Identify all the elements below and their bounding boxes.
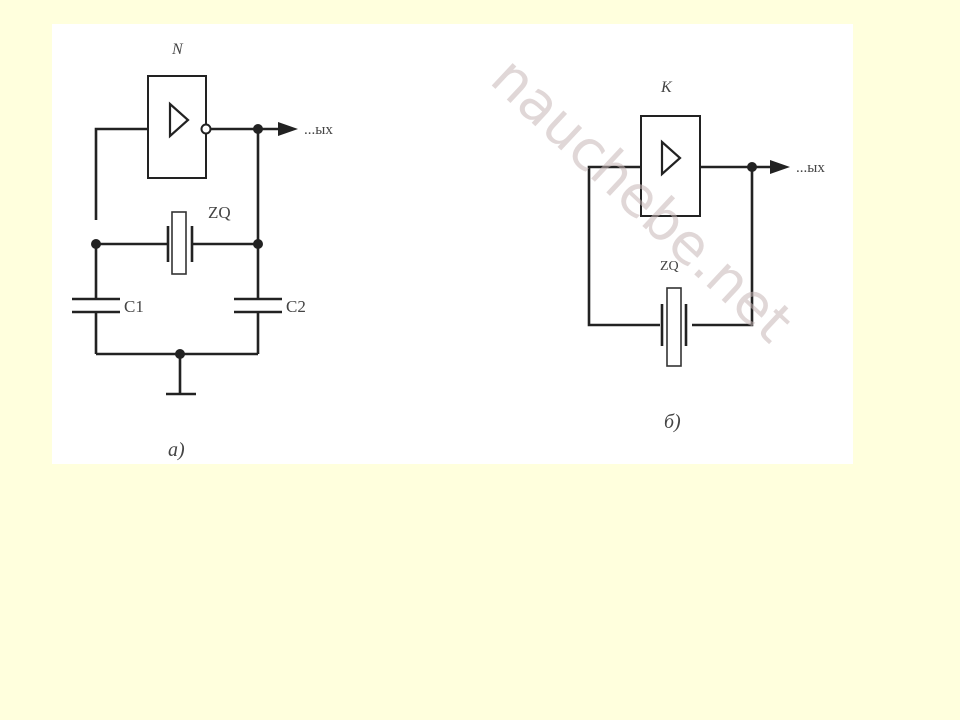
inverter-bubble [200, 123, 212, 135]
caption-b: б) [664, 411, 681, 433]
circuit-diagrams: N ...ых ZQ C1 C2 а) [72, 41, 825, 461]
caption-a: а) [168, 439, 185, 461]
circuit-a: N ...ых ZQ C1 C2 а) [72, 41, 333, 461]
amplifier-a-box [147, 75, 207, 179]
crystal-a-label: ZQ [208, 203, 231, 222]
output-a-arrow-icon [278, 122, 298, 136]
output-b-arrow-icon [770, 160, 790, 174]
amplifier-a-triangle-icon [168, 101, 190, 139]
output-a-label: ...ых [304, 122, 333, 138]
c1-label: C1 [124, 297, 144, 316]
circuit-figure: N ...ых ZQ C1 C2 а) [52, 24, 853, 464]
crystal-a-body [171, 211, 187, 275]
wire-b-right [692, 167, 754, 327]
c2-label: C2 [286, 297, 306, 316]
wire-a-input [94, 127, 148, 220]
amplifier-a-label: N [171, 41, 184, 58]
crystal-b-body [666, 287, 682, 367]
circuit-b: K ...ых ZQ б) [587, 79, 825, 433]
ground-a-icon [166, 354, 196, 396]
amplifier-b-label: K [660, 79, 673, 96]
output-b-label: ...ых [796, 160, 825, 176]
amplifier-b-triangle-icon [660, 139, 682, 177]
wire-b-input [587, 165, 660, 327]
watermark: nauchebe.net [478, 45, 804, 356]
crystal-b-label: ZQ [660, 259, 679, 274]
